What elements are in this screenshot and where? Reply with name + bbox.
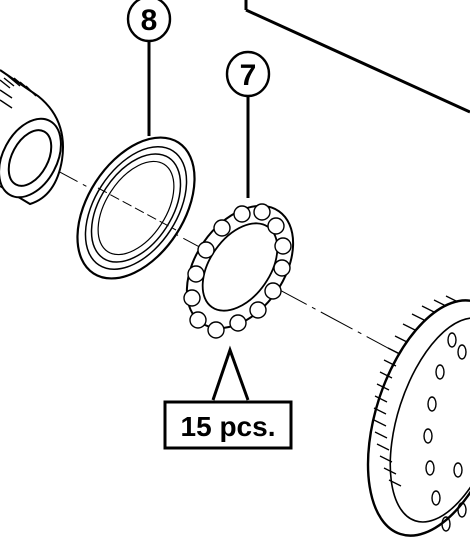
hub-splines bbox=[373, 295, 459, 487]
axle-end-face bbox=[0, 117, 62, 199]
axle-threads bbox=[0, 75, 37, 109]
quantity-label: 15 pcs. bbox=[181, 411, 276, 442]
callout-8-label: 8 bbox=[141, 4, 158, 37]
retainer-balls bbox=[183, 203, 292, 339]
callout-7-label: 7 bbox=[240, 59, 257, 92]
callout-leaders bbox=[147, 0, 470, 401]
hub-shell bbox=[366, 295, 470, 537]
hub-spoke-holes bbox=[423, 332, 467, 532]
threaded-axle bbox=[0, 69, 64, 206]
part-8-seal-ring bbox=[76, 136, 196, 280]
callout-7: 7 bbox=[225, 50, 271, 98]
quantity-box: 15 pcs. bbox=[163, 400, 293, 450]
part-7-ball-retainer bbox=[183, 203, 295, 339]
callout-8: 8 bbox=[126, 0, 172, 43]
